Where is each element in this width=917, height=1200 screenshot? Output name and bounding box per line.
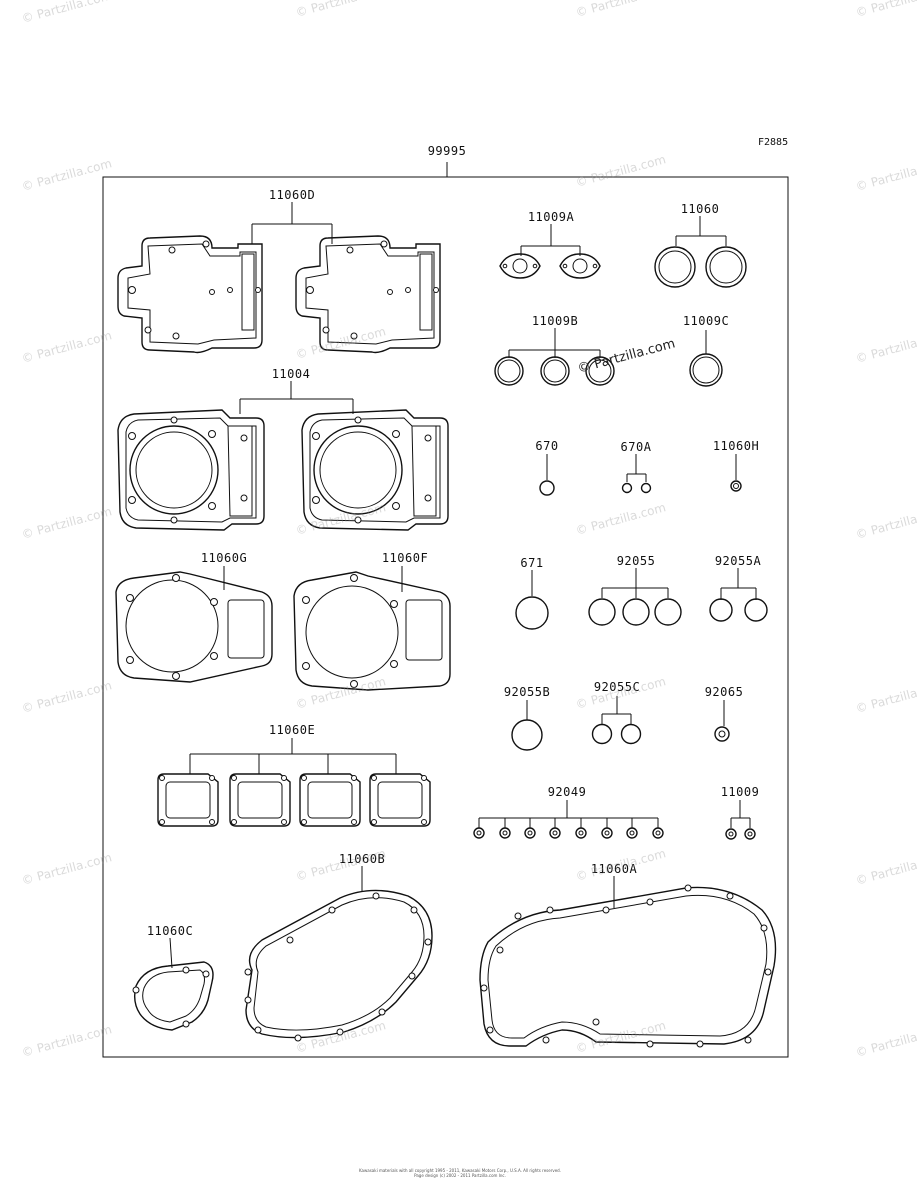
leader-92049: [478, 800, 659, 828]
gasket-11060e-3: [299, 773, 361, 827]
gasket-11009a-1: [499, 253, 541, 279]
label-11009c[interactable]: 11009C: [682, 314, 730, 328]
ring-11009b-3: [585, 356, 615, 386]
leader-11009b: [508, 328, 601, 358]
oring-92055-3: [654, 598, 682, 626]
label-11060c[interactable]: 11060C: [146, 924, 194, 938]
oring-11060h: [730, 480, 742, 492]
gasket-11060d-left: [117, 235, 263, 354]
gasket-11060e-2: [229, 773, 291, 827]
oring-92055a-1: [709, 598, 733, 622]
leader-11060: [675, 216, 727, 246]
copyright-notice: Kawasaki materials with all copyright 19…: [350, 1168, 570, 1178]
gasket-11060e-4: [369, 773, 431, 827]
leader-11009: [730, 800, 751, 828]
ring-11009b-2: [540, 356, 570, 386]
ring-11060-1: [654, 246, 696, 288]
label-11060b[interactable]: 11060B: [338, 852, 386, 866]
kit-frame: [102, 176, 789, 1058]
label-670a[interactable]: 670A: [620, 440, 652, 454]
leader-11060d: [251, 202, 333, 244]
gasket-11060a: [479, 884, 777, 1048]
label-92049[interactable]: 92049: [547, 785, 587, 799]
label-11060[interactable]: 11060: [680, 202, 720, 216]
label-11060h[interactable]: 11060H: [712, 439, 760, 453]
oring-670a-2: [640, 482, 652, 494]
leader-92055a: [720, 568, 757, 600]
label-92055b[interactable]: 92055B: [503, 685, 551, 699]
gasket-11060e-1: [157, 773, 219, 827]
oring-671: [515, 596, 549, 630]
label-92055a[interactable]: 92055A: [714, 554, 762, 568]
seal-92049-8: [652, 827, 664, 839]
oring-92055-2: [622, 598, 650, 626]
copyright-line-2: Page design (c) 2002 - 2011 Partzilla.co…: [414, 1173, 506, 1178]
gasket-11060g: [115, 571, 273, 683]
label-11060e[interactable]: 11060E: [268, 723, 316, 737]
oring-92055b: [511, 719, 543, 751]
seal-92049-6: [601, 827, 613, 839]
oring-92055-1: [588, 598, 616, 626]
gasket-11060c: [132, 961, 214, 1031]
seal-92049-3: [524, 827, 536, 839]
label-671[interactable]: 671: [520, 556, 544, 570]
label-11060d[interactable]: 11060D: [268, 188, 316, 202]
leader-670a: [626, 454, 647, 482]
leader-92055: [601, 568, 669, 598]
oring-670: [539, 480, 555, 496]
label-11009[interactable]: 11009: [720, 785, 760, 799]
label-92065[interactable]: 92065: [704, 685, 744, 699]
seal-92049-1: [473, 827, 485, 839]
label-11060g[interactable]: 11060G: [200, 551, 248, 565]
gasket-11060f: [293, 571, 451, 691]
copyright-line-1: Kawasaki materials with all copyright 19…: [359, 1168, 561, 1173]
seal-92049-7: [626, 827, 638, 839]
leader-92055c: [601, 696, 632, 724]
ring-11009b-1: [494, 356, 524, 386]
gasket-11060d-right: [295, 235, 441, 354]
oring-670a-1: [621, 482, 633, 494]
seal-92049-2: [499, 827, 511, 839]
label-kit-99995[interactable]: 99995: [427, 144, 467, 158]
label-11009b[interactable]: 11009B: [531, 314, 579, 328]
ring-11060-2: [705, 246, 747, 288]
gasket-11060b: [244, 889, 433, 1042]
leader-11004: [239, 381, 354, 414]
figure-id: F2885: [758, 137, 789, 148]
label-670[interactable]: 670: [535, 439, 559, 453]
label-11004[interactable]: 11004: [271, 367, 311, 381]
gasket-11004-right: [301, 409, 449, 531]
gasket-11004-left: [117, 409, 265, 531]
label-11060a[interactable]: 11060A: [590, 862, 638, 876]
ring-11009c: [689, 353, 723, 387]
gasket-11009a-2: [559, 253, 601, 279]
label-11060f[interactable]: 11060F: [381, 551, 429, 565]
washer-92065: [714, 726, 730, 742]
label-92055c[interactable]: 92055C: [593, 680, 641, 694]
seal-92049-5: [575, 827, 587, 839]
oring-92055c-2: [620, 723, 642, 745]
label-11009a[interactable]: 11009A: [527, 210, 575, 224]
seal-11009-2: [744, 828, 756, 840]
label-92055[interactable]: 92055: [616, 554, 656, 568]
seal-11009-1: [725, 828, 737, 840]
oring-92055a-2: [744, 598, 768, 622]
leader-11009a: [520, 224, 581, 256]
seal-92049-4: [549, 827, 561, 839]
oring-92055c-1: [591, 723, 613, 745]
leader-11060e: [189, 738, 397, 774]
